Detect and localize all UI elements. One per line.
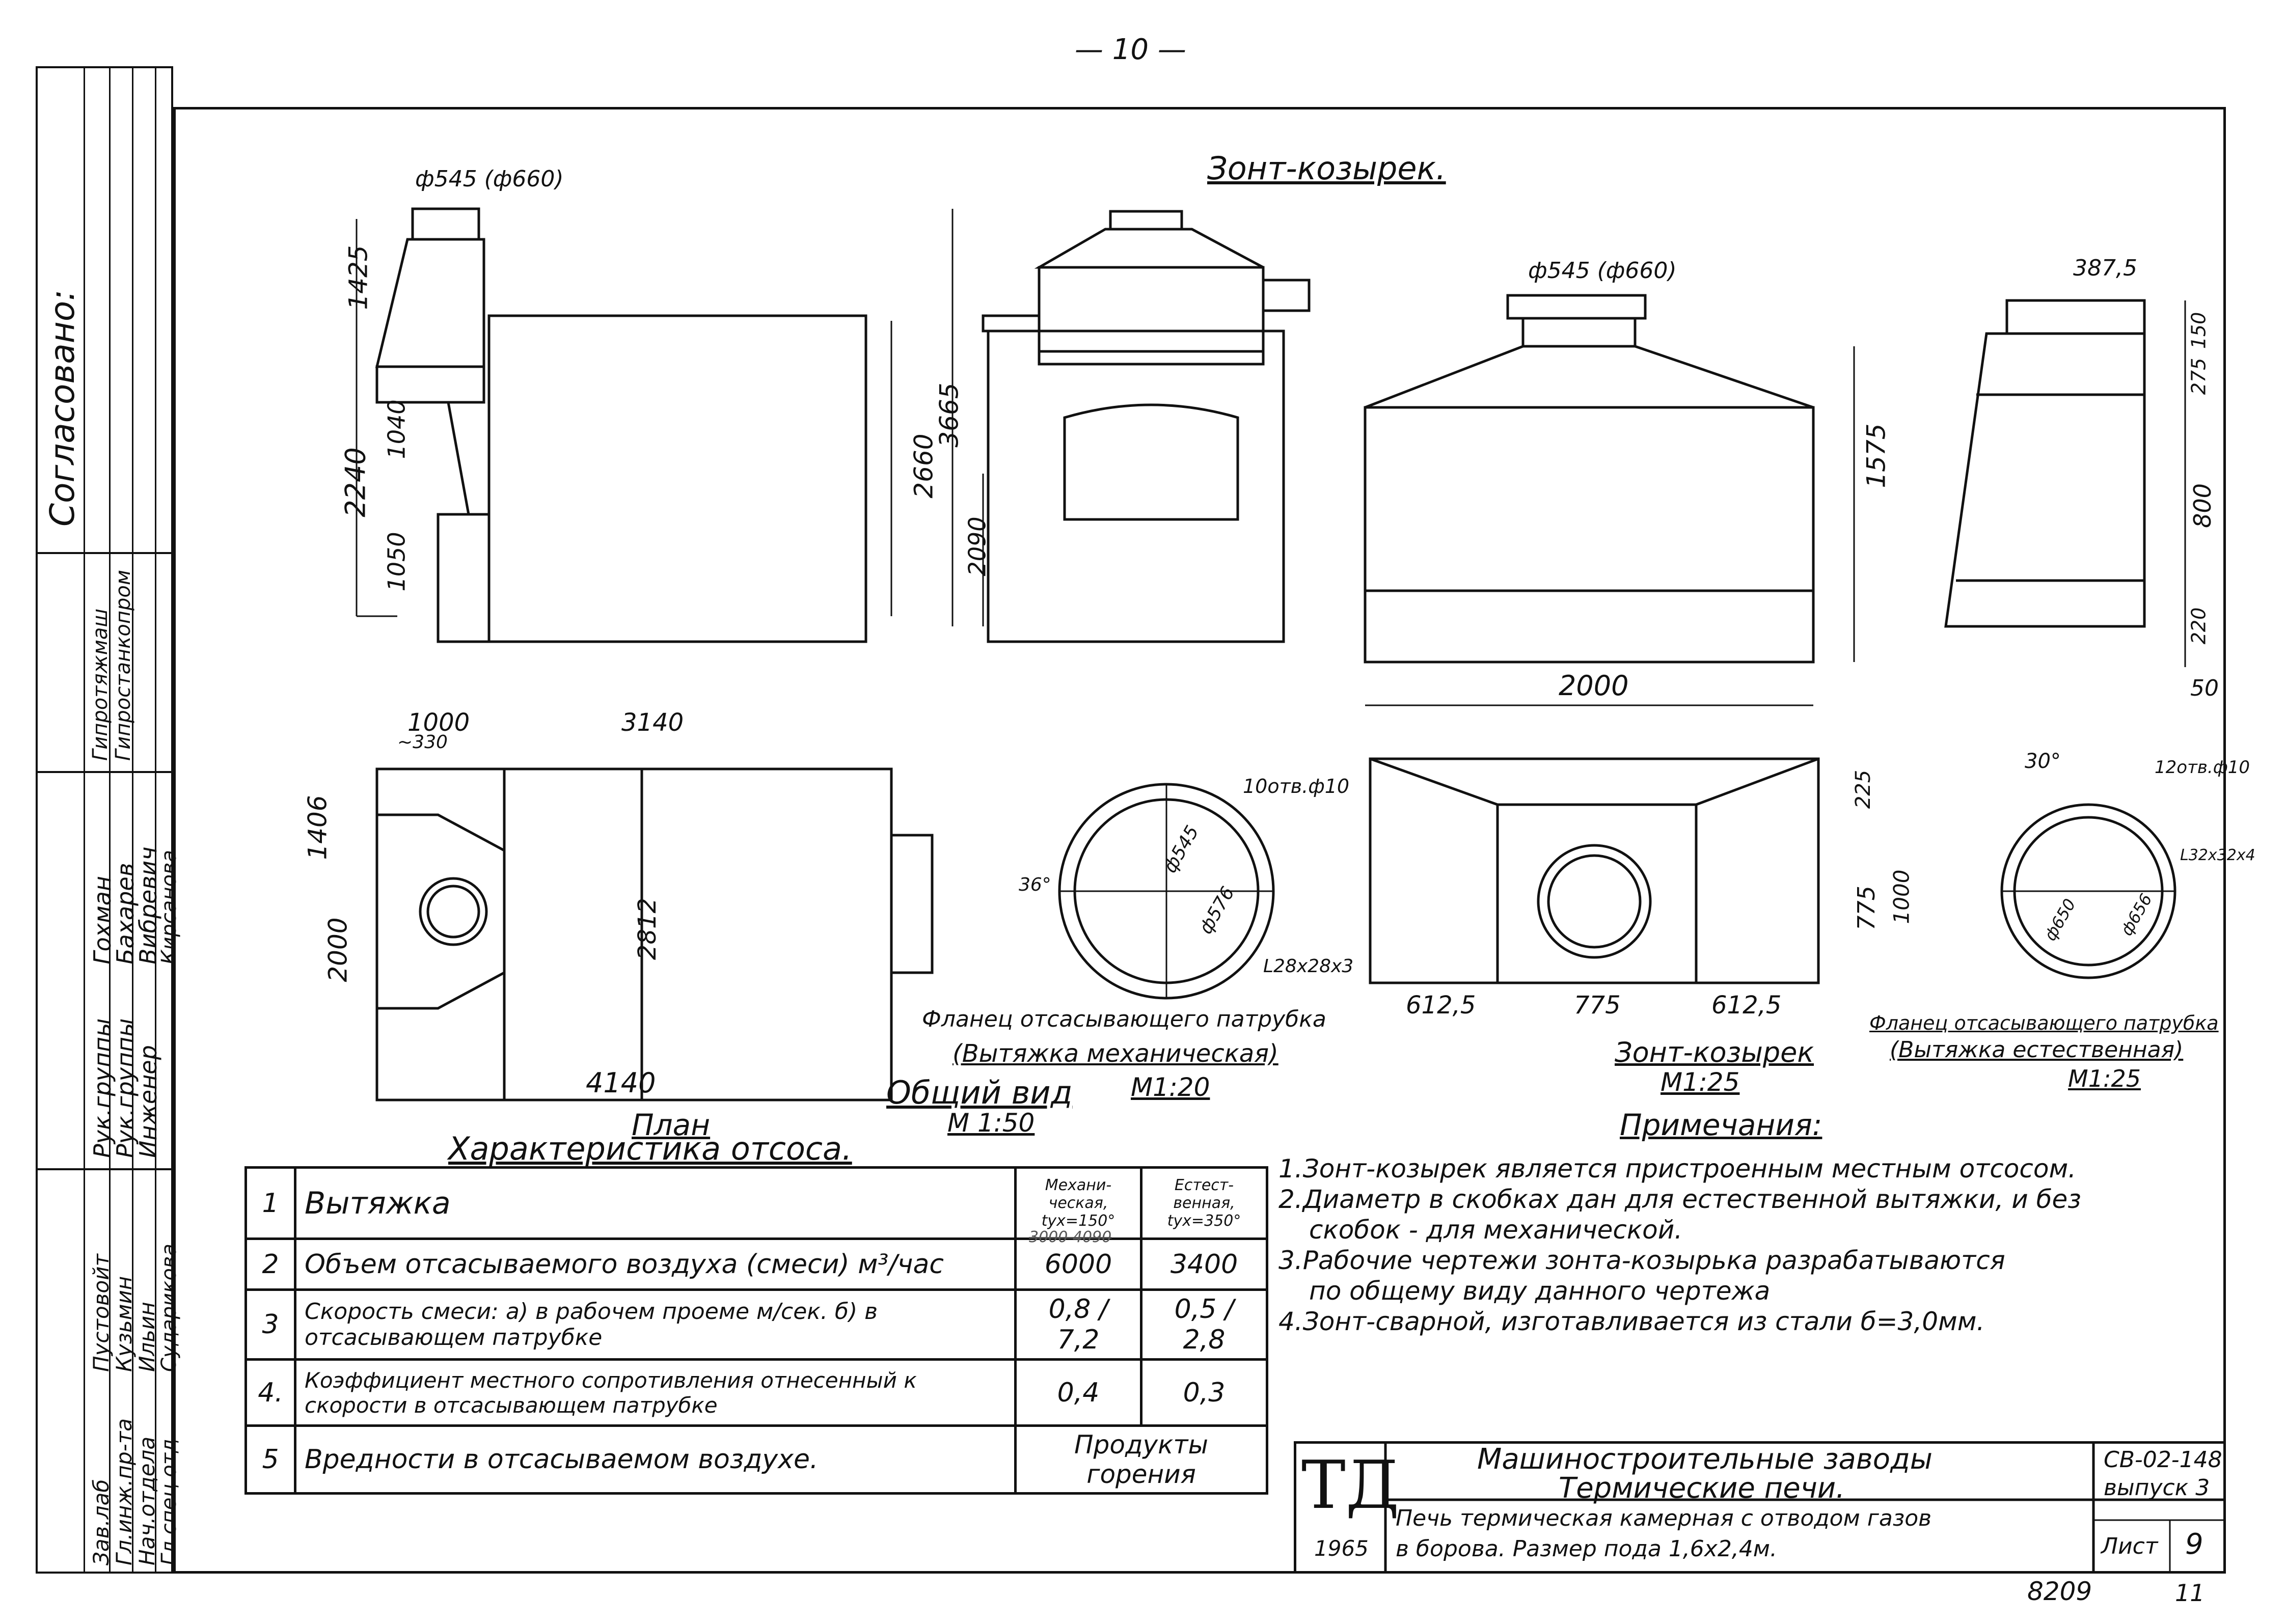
dim-612-right: 612,5 bbox=[1711, 991, 1782, 1020]
dim-3665: 3665 bbox=[934, 382, 964, 448]
dim-2090: 2090 bbox=[963, 516, 991, 576]
char-row-mech: 0,8 / 7,2 bbox=[1014, 1288, 1142, 1361]
dim-flange-top: ф545 (ф660) bbox=[415, 166, 564, 192]
notes-title: Примечания: bbox=[1620, 1108, 1822, 1142]
angle-steel-nat: L32х32х4 bbox=[2180, 846, 2255, 864]
characteristics-title: Характеристика отсоса. bbox=[448, 1130, 852, 1167]
caption-flange-mech-2: (Вытяжка механическая) bbox=[953, 1039, 1278, 1068]
umbrella-title-label: Зонт-козырек. bbox=[1207, 150, 1446, 187]
dim-1040: 1040 bbox=[383, 399, 411, 459]
caption-general: Общий вид bbox=[886, 1074, 1073, 1111]
dim-3140: 3140 bbox=[621, 708, 684, 737]
title-org-2: Термические печи. bbox=[1559, 1472, 1845, 1505]
char-row-num: 4. bbox=[244, 1358, 296, 1427]
caption-umbrella: Зонт-козырек bbox=[1615, 1036, 1814, 1068]
dim-1000-v: 1000 bbox=[1889, 869, 1914, 924]
title-block bbox=[1294, 1441, 2226, 1574]
angle-30: 30° bbox=[2025, 750, 2061, 773]
angle-steel-mech: L28х28х3 bbox=[1263, 956, 1354, 977]
struck-values: 3000 4090 bbox=[1029, 1228, 1112, 1246]
char-row-label: Коэффициент местного сопротивления отнес… bbox=[294, 1358, 1017, 1427]
dim-275: 275 bbox=[2187, 357, 2210, 395]
char-row-label: Объем отсасываемого воздуха (смеси) м³/ч… bbox=[294, 1237, 1017, 1291]
char-row-mech: Продукты горения bbox=[1014, 1424, 1268, 1495]
dim-1000: 1000 bbox=[407, 708, 470, 737]
caption-plan: План bbox=[632, 1108, 711, 1142]
title-org-1: Машиностроительные заводы bbox=[1477, 1443, 1933, 1476]
note-line-2: 2.Диаметр в скобках дан для естественной… bbox=[1278, 1185, 2081, 1214]
dim-1050: 1050 bbox=[383, 532, 411, 592]
dim-2812: 2812 bbox=[633, 897, 662, 960]
dim-800: 800 bbox=[2188, 483, 2216, 528]
char-row-label: Скорость смеси: а) в рабочем проеме м/се… bbox=[294, 1288, 1017, 1361]
char-row-nat: 0,5 / 2,8 bbox=[1140, 1288, 1268, 1361]
dim-612-left: 612,5 bbox=[1406, 991, 1476, 1020]
dim-1425: 1425 bbox=[343, 245, 373, 310]
dim-50: 50 bbox=[2190, 675, 2219, 701]
char-row-num: 1 bbox=[244, 1166, 296, 1240]
char-row-mech: 0,4 bbox=[1014, 1358, 1142, 1427]
char-col-nat: Естест-венная, tух=350° bbox=[1140, 1166, 1268, 1240]
char-row-num: 3 bbox=[244, 1288, 296, 1361]
dim-1575: 1575 bbox=[1861, 423, 1891, 488]
title-doc-1: Печь термическая камерная с отводом газо… bbox=[1396, 1505, 1932, 1531]
char-row-label: Вредности в отсасываемом воздухе. bbox=[294, 1424, 1017, 1495]
dim-387: 387,5 bbox=[2073, 255, 2137, 281]
char-row-mech: 6000 bbox=[1014, 1237, 1142, 1291]
title-sheet-num: 9 bbox=[2185, 1528, 2203, 1561]
bottom-number: 8209 bbox=[2027, 1577, 2092, 1606]
dim-2000-plan: 2000 bbox=[323, 917, 353, 982]
drawing-frame bbox=[173, 107, 2226, 1574]
dim-1406: 1406 bbox=[303, 795, 333, 860]
caption-flange-nat-2: (Вытяжка естественная) bbox=[1890, 1037, 2184, 1063]
dim-775-h: 775 bbox=[1574, 991, 1621, 1020]
page-label: — 10 — bbox=[1075, 33, 1186, 66]
dim-775-v: 775 bbox=[1852, 886, 1880, 930]
title-issue: выпуск 3 bbox=[2104, 1475, 2210, 1501]
dim-2000-elev: 2000 bbox=[1559, 670, 1629, 702]
angle-36: 36° bbox=[1019, 874, 1051, 895]
title-sheet-label: Лист bbox=[2101, 1533, 2158, 1559]
caption-flange-nat-scale: М1:25 bbox=[2068, 1065, 2141, 1092]
char-row-nat: 3400 bbox=[1140, 1237, 1268, 1291]
dim-330: ~330 bbox=[397, 732, 448, 753]
dim-150: 150 bbox=[2187, 312, 2210, 349]
dim-220: 220 bbox=[2187, 607, 2210, 645]
note-line-1: 1.Зонт-козырек является пристроенным мес… bbox=[1278, 1154, 2077, 1183]
dim-4140: 4140 bbox=[586, 1067, 656, 1099]
title-year: 1965 bbox=[1314, 1536, 1369, 1561]
caption-flange-mech-scale: М1:20 bbox=[1131, 1072, 1210, 1102]
characteristics-table: 1 Вытяжка Механи-ческая, tух=150° Естест… bbox=[244, 1166, 1268, 1495]
title-code: СВ-02-148 bbox=[2104, 1447, 2222, 1473]
caption-umbrella-scale: М1:25 bbox=[1661, 1067, 1740, 1097]
holes-mech: 10отв.ф10 bbox=[1243, 775, 1350, 797]
char-row-nat: 0,3 bbox=[1140, 1358, 1268, 1427]
dim-flange-right: ф545 (ф660) bbox=[1528, 258, 1677, 284]
td-logo: ТД bbox=[1301, 1446, 1400, 1524]
dim-2240: 2240 bbox=[339, 447, 372, 517]
dim-2660: 2660 bbox=[909, 433, 939, 499]
dim-225: 225 bbox=[1852, 769, 1875, 809]
note-line-3: скобок - для механической. bbox=[1309, 1215, 1683, 1245]
note-line-5: по общему виду данного чертежа bbox=[1309, 1276, 1771, 1306]
caption-general-scale: М 1:50 bbox=[947, 1108, 1035, 1138]
note-line-6: 4.Зонт-сварной, изготавливается из стали… bbox=[1278, 1307, 1985, 1336]
note-line-4: 3.Рабочие чертежи зонта-козырька разраба… bbox=[1278, 1246, 2005, 1275]
char-row-num: 5 bbox=[244, 1424, 296, 1495]
char-col-mech: Механи-ческая, tух=150° bbox=[1014, 1166, 1142, 1240]
caption-flange-nat-1: Фланец отсасывающего патрубка bbox=[1869, 1012, 2219, 1034]
caption-flange-mech-1: Фланец отсасывающего патрубка bbox=[922, 1006, 1326, 1032]
char-row-num: 2 bbox=[244, 1237, 296, 1291]
char-row-label: Вытяжка bbox=[294, 1166, 1017, 1240]
title-doc-2: в борова. Размер пода 1,6х2,4м. bbox=[1396, 1536, 1777, 1562]
bottom-mark: 11 bbox=[2175, 1579, 2205, 1607]
approval-stamp: Согласовано: Гипротяжмаш Гипростанкопром… bbox=[36, 66, 181, 1574]
holes-nat: 12отв.ф10 bbox=[2155, 757, 2250, 778]
